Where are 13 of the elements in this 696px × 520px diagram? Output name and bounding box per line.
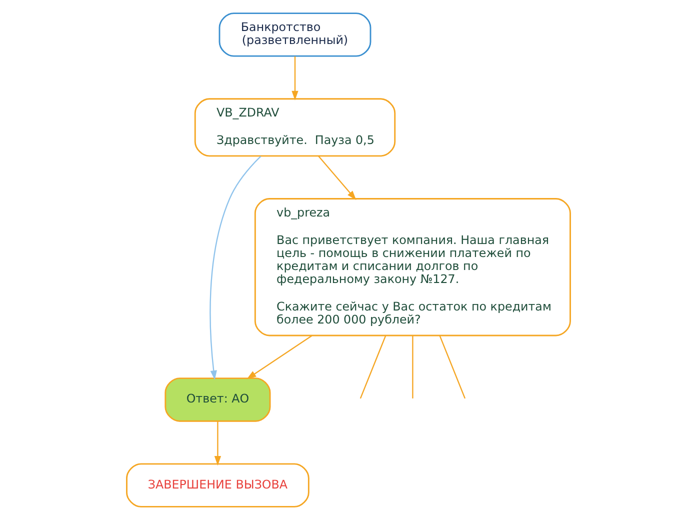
arrow [209, 156, 261, 380]
arrow [291, 56, 298, 100]
arrow [318, 156, 356, 200]
node-box: VB_ZDRAV Здравствуйте. Пауза 0,5 [194, 98, 396, 157]
node-box: ЗАВЕРШЕНИЕ ВЫЗОВА [126, 463, 309, 508]
node-box: Банкротство (разветвленный) [218, 12, 371, 57]
node-box: Ответ: АО [164, 378, 270, 422]
connector [438, 335, 466, 399]
connector [359, 335, 386, 399]
node-box: vb_preza Вас приветствует компания. Наша главная цель - помощь в снижении платежей по кредитам и списании долгов по федеральному закону №127. Скажите сейчас у Вас остаток по кредитам более 200 000 рублей? [254, 198, 570, 336]
arrow [246, 335, 312, 380]
arrow [214, 421, 221, 466]
connector [412, 336, 413, 398]
